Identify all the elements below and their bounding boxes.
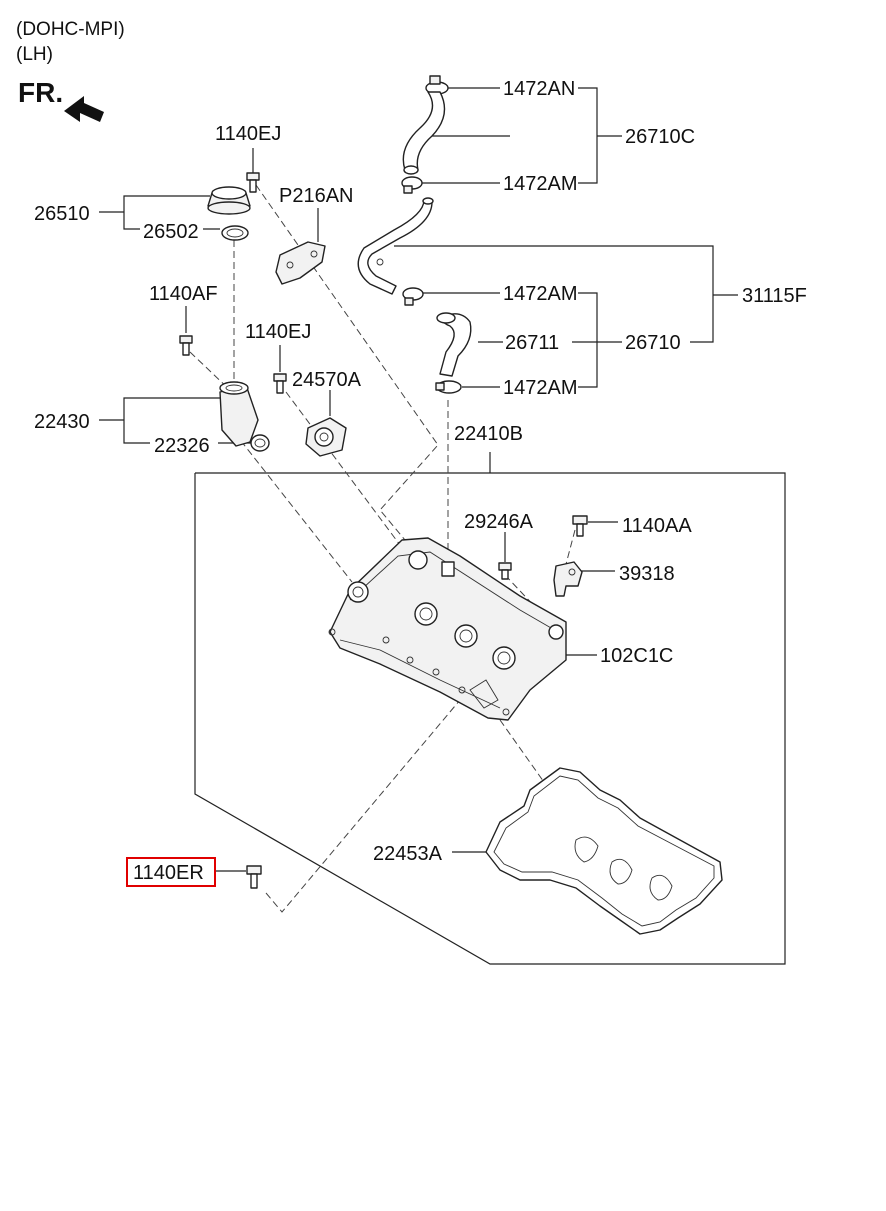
highlight-box-1140er — [126, 857, 216, 887]
label-22326: 22326 — [154, 435, 210, 457]
label-22453a: 22453A — [373, 843, 443, 865]
bolt-1140ej-mid — [273, 373, 287, 394]
front-label: FR. — [18, 77, 63, 108]
label-1140aa: 1140AA — [622, 515, 692, 537]
filler-neck-22430 — [219, 381, 259, 447]
label-22410b: 22410B — [454, 423, 523, 445]
plug-29246a — [498, 562, 512, 580]
label-1472am-top: 1472AM — [503, 173, 578, 195]
front-arrow-icon — [64, 96, 104, 122]
cam-position-sensor-39318 — [553, 561, 583, 597]
engine-label: (DOHC-MPI) — [16, 19, 125, 40]
label-1472am-mid: 1472AM — [503, 283, 578, 305]
label-26710: 26710 — [625, 332, 681, 354]
assembly-outline — [194, 472, 786, 965]
head-cover-gasket-22453a — [485, 767, 723, 935]
cylinder-head-cover-22410b — [328, 537, 567, 721]
label-1140ej-top: 1140EJ — [215, 123, 281, 145]
label-1472am-bottom: 1472AM — [503, 377, 578, 399]
label-p216an: P216AN — [279, 185, 354, 207]
hose-clamp-1472am-bottom — [435, 380, 462, 394]
label-26510: 26510 — [34, 203, 90, 225]
label-1140af: 1140AF — [149, 283, 218, 305]
breather-hose-26710c — [402, 91, 446, 175]
oil-filler-cap-26510 — [207, 186, 251, 215]
label-26502: 26502 — [143, 221, 199, 243]
label-1472an: 1472AN — [503, 78, 575, 100]
label-24570a: 24570A — [292, 369, 362, 391]
label-22430: 22430 — [34, 411, 90, 433]
bracket-p216an — [275, 241, 326, 285]
bolt-1140er — [246, 865, 262, 889]
label-29246a: 29246A — [464, 511, 534, 533]
bolt-1140af — [179, 335, 193, 356]
label-39318: 39318 — [619, 563, 675, 585]
label-102c1c: 102C1C — [600, 645, 673, 667]
bolt-1140aa — [572, 515, 588, 537]
cap-gasket-26502 — [221, 225, 249, 241]
pcv-pipe-31115f — [357, 197, 434, 295]
cover-24570a — [305, 417, 347, 457]
label-1140ej-mid: 1140EJ — [245, 321, 311, 343]
bolt-1140ej-top — [246, 172, 260, 193]
hose-clamp-1472am-mid — [402, 287, 424, 306]
side-label: (LH) — [16, 44, 53, 65]
hose-clamp-1472an — [425, 75, 449, 95]
label-26711: 26711 — [505, 332, 559, 354]
label-1140er[interactable]: 1140ER — [133, 862, 204, 884]
hose-26711 — [436, 312, 472, 377]
label-26710c: 26710C — [625, 126, 695, 148]
hose-clamp-1472am-top — [401, 176, 423, 194]
o-ring-22326 — [250, 434, 270, 452]
label-31115f: 31115F — [742, 285, 807, 307]
